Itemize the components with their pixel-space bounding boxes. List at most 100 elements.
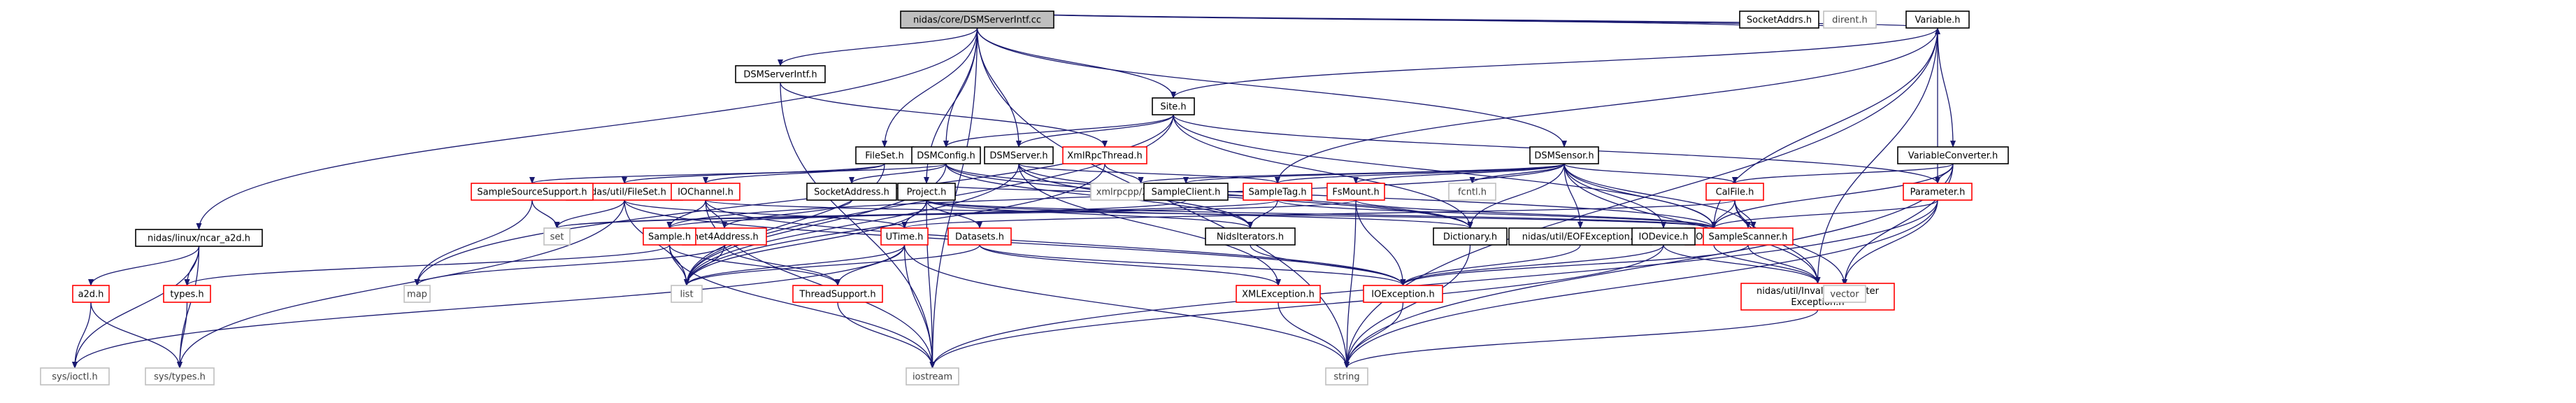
edge-datasets-to-xmlexception	[979, 244, 1281, 286]
node-label: XmlRpcThread.h	[1067, 151, 1142, 162]
node-samplesourcesupport[interactable]: SampleSourceSupport.h	[471, 183, 594, 201]
node-label: sys/ioctl.h	[52, 372, 97, 383]
node-label: fcntl.h	[1458, 188, 1487, 198]
edge-inet4address-to-map	[414, 244, 725, 286]
node-set: set	[543, 227, 571, 246]
node-label: map	[407, 290, 427, 300]
edge-a2d-to-ioctl	[72, 302, 92, 369]
node-iodevice[interactable]: IODevice.h	[1631, 227, 1696, 246]
node-label: SocketAddress.h	[814, 188, 889, 198]
node-box	[792, 285, 883, 303]
node-box	[897, 183, 956, 201]
edge-iodevice-to-iostream	[929, 244, 1664, 369]
edge-ncar_a2d-to-ioctl	[72, 246, 200, 369]
node-box	[911, 146, 981, 164]
node-socketaddrs[interactable]: SocketAddrs.h	[1739, 10, 1819, 29]
node-samplescanner[interactable]: SampleScanner.h	[1703, 227, 1794, 246]
node-calfile[interactable]: CalFile.h	[1705, 183, 1764, 201]
node-box	[671, 183, 740, 201]
node-xmlexception[interactable]: XMLException.h	[1236, 285, 1321, 303]
edge-dsmsensor-to-eofexception	[1564, 163, 1583, 229]
edge-dsmsensor-to-invalidparam	[1564, 163, 1821, 284]
node-fileset[interactable]: FileSet.h	[855, 146, 914, 164]
node-a2d[interactable]: a2d.h	[72, 285, 110, 303]
node-xmlrpcthread[interactable]: XmlRpcThread.h	[1062, 146, 1147, 164]
edge-samplescanner-to-invalidparam	[1747, 244, 1821, 284]
node-ncar_a2d[interactable]: nidas/linux/ncar_a2d.h	[135, 229, 263, 247]
node-fsmount[interactable]: FsMount.h	[1326, 183, 1385, 201]
edge-xmlexception-to-string	[1278, 302, 1350, 369]
node-iochannel[interactable]: IOChannel.h	[671, 183, 740, 201]
node-dsmserver[interactable]: DSMServer.h	[984, 146, 1054, 164]
node-vector: vector	[1823, 285, 1866, 303]
node-box	[1143, 183, 1229, 201]
node-types[interactable]: types.h	[163, 285, 211, 303]
node-label: Parameter.h	[1910, 188, 1966, 198]
node-label: NidsIterators.h	[1217, 232, 1284, 243]
node-fcntl: fcntl.h	[1448, 183, 1496, 201]
node-box	[543, 227, 571, 246]
node-variableconverter[interactable]: VariableConverter.h	[1897, 146, 2009, 164]
node-label: IOChannel.h	[678, 188, 734, 198]
node-label: Site.h	[1160, 102, 1186, 113]
node-label: DSMSensor.h	[1534, 151, 1594, 162]
edge-types-to-systypes	[177, 302, 188, 369]
node-parameter[interactable]: Parameter.h	[1903, 183, 1973, 201]
edge-dsmsensor-to-iodevice	[1564, 163, 1666, 229]
node-label: DSMConfig.h	[917, 151, 975, 162]
node-box	[1905, 10, 1970, 29]
node-project[interactable]: Project.h	[897, 183, 956, 201]
node-datasets[interactable]: Datasets.h	[947, 227, 1012, 246]
node-label: string	[1333, 372, 1359, 383]
node-box	[1897, 146, 2009, 164]
edge-parameter-to-iostream	[929, 199, 1938, 369]
edge-dsmsensor-to-domable	[1564, 163, 1717, 229]
edge-variableconverter-to-domable	[1711, 163, 1954, 229]
node-socketaddress[interactable]: SocketAddress.h	[806, 183, 897, 201]
node-variable[interactable]: Variable.h	[1905, 10, 1970, 29]
edge-sampletag-to-domable	[1277, 199, 1717, 229]
node-sampleclient[interactable]: SampleClient.h	[1143, 183, 1229, 201]
edge-inet4address-to-threadsupport	[724, 244, 840, 286]
node-root[interactable]: nidas/core/DSMServerIntf.cc	[900, 10, 1054, 29]
node-box	[880, 227, 929, 246]
edge-dsmsensor-to-fsmount	[1353, 163, 1565, 184]
edge-ncar_a2d-to-types	[184, 246, 200, 286]
edge-fsmount-to-string	[1344, 199, 1357, 369]
node-eofexception[interactable]: nidas/util/EOFException.h	[1508, 227, 1652, 246]
node-inet4address[interactable]: Inet4Address.h	[682, 227, 767, 246]
node-box	[145, 367, 215, 386]
edge-fsmount-to-set	[554, 199, 1357, 229]
node-ioexception[interactable]: IOException.h	[1363, 285, 1443, 303]
node-dictionary[interactable]: Dictionary.h	[1433, 227, 1508, 246]
node-label: list	[680, 290, 693, 300]
edge-eofexception-to-ioexception	[1400, 244, 1581, 286]
edge-project-to-dictionary	[926, 199, 1473, 229]
node-sample[interactable]: Sample.h	[643, 227, 696, 246]
node-dsmconfig[interactable]: DSMConfig.h	[911, 146, 981, 164]
node-systypes: sys/types.h	[145, 367, 215, 386]
edge-ioexception-to-string	[1344, 302, 1404, 369]
edge-dsmsensor-to-fcntl	[1469, 163, 1565, 184]
node-utime[interactable]: UTime.h	[880, 227, 929, 246]
node-label: nidas/util/EOFException.h	[1522, 232, 1638, 243]
node-dsmserverintf[interactable]: DSMServerIntf.h	[735, 65, 826, 83]
node-iostream: iostream	[906, 367, 959, 386]
edge-xmlrpcthread-to-list	[684, 163, 1105, 286]
edge-parameter-to-vector	[1842, 199, 1938, 286]
node-threadsupport[interactable]: ThreadSupport.h	[792, 285, 883, 303]
edge-dsmsensor-to-calfile	[1564, 163, 1738, 184]
node-dsmsensor[interactable]: DSMSensor.h	[1529, 146, 1599, 164]
edge-variable-to-variableconverter	[1937, 27, 1956, 148]
node-site[interactable]: Site.h	[1152, 97, 1195, 115]
node-box	[1448, 183, 1496, 201]
node-nidsiterators[interactable]: NidsIterators.h	[1205, 227, 1296, 246]
node-label: Inet4Address.h	[690, 232, 759, 243]
node-box	[1325, 367, 1368, 386]
node-box	[900, 10, 1054, 29]
node-label: set	[550, 232, 564, 243]
edge-sample-to-types	[184, 244, 671, 286]
edge-parameter-to-domable	[1711, 199, 1938, 229]
node-sampletag[interactable]: SampleTag.h	[1243, 183, 1312, 201]
